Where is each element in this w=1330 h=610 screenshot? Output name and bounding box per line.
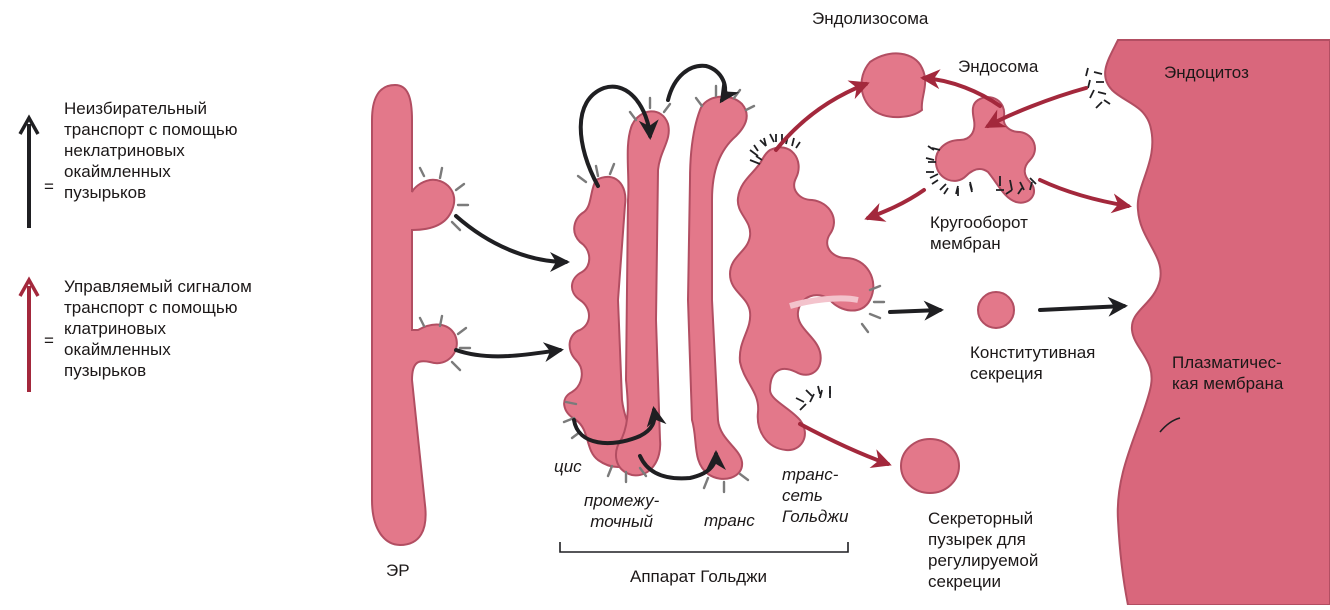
label-trans: транс (704, 510, 755, 531)
label-plasma-membrane: Плазматичес- кая мембрана (1172, 352, 1283, 394)
label-secretory-vesicle: Секреторный пузырек для регулируемой сек… (928, 508, 1038, 592)
label-endocytosis: Эндоцитоз (1164, 62, 1249, 83)
label-er: ЭР (386, 560, 410, 581)
label-membrane-recycling: Кругооборот мембран (930, 212, 1028, 254)
legend-black-text: Неизбирательный транспорт с помощью некл… (64, 98, 237, 203)
label-golgi-apparatus: Аппарат Гольджи (630, 566, 767, 587)
label-constitutive-secretion: Конститутивная секреция (970, 342, 1095, 384)
legend-red-equals: = (44, 330, 54, 351)
red-arrow-icon (20, 280, 38, 392)
label-cis: цис (554, 456, 582, 477)
endolysosome (861, 53, 925, 117)
label-medial: промежу- точный (584, 490, 659, 532)
trans-golgi-network (730, 147, 873, 450)
label-endolysosome: Эндолизосома (812, 8, 928, 29)
label-trans-network: транс- сеть Гольджи (782, 464, 848, 527)
golgi-bracket (560, 542, 848, 552)
legend-black-equals: = (44, 176, 54, 197)
er (372, 85, 457, 545)
legend-red-text: Управляемый сигналом транспорт с помощью… (64, 276, 252, 381)
black-arrow-icon (20, 118, 38, 228)
plasma-membrane (1105, 40, 1330, 605)
label-endosome: Эндосома (958, 56, 1038, 77)
secretory-vesicle (901, 439, 959, 493)
constitutive-vesicle (978, 292, 1014, 328)
